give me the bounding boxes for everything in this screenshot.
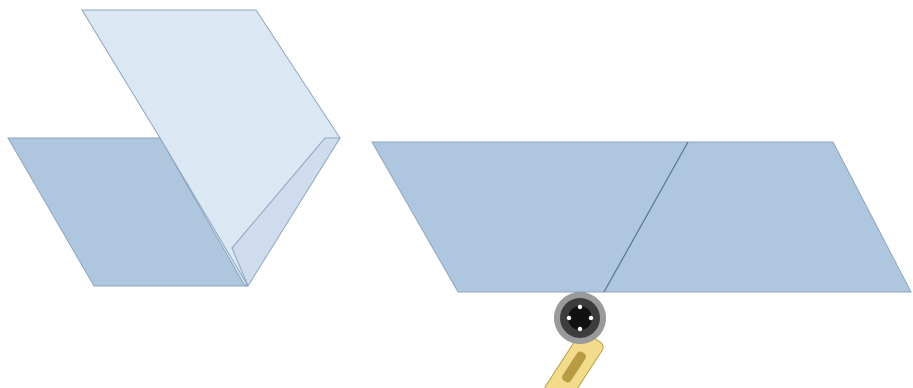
cutter-pin-top (578, 305, 582, 309)
left-folded-panel (8, 10, 340, 286)
cutter-blade-center (568, 306, 592, 330)
cutter-pin-bottom (578, 327, 582, 331)
rotary-cutter-icon (543, 292, 606, 388)
cutter-pin-right (589, 316, 593, 320)
cutter-pin-left (567, 316, 571, 320)
right-joined-panel (372, 142, 911, 292)
